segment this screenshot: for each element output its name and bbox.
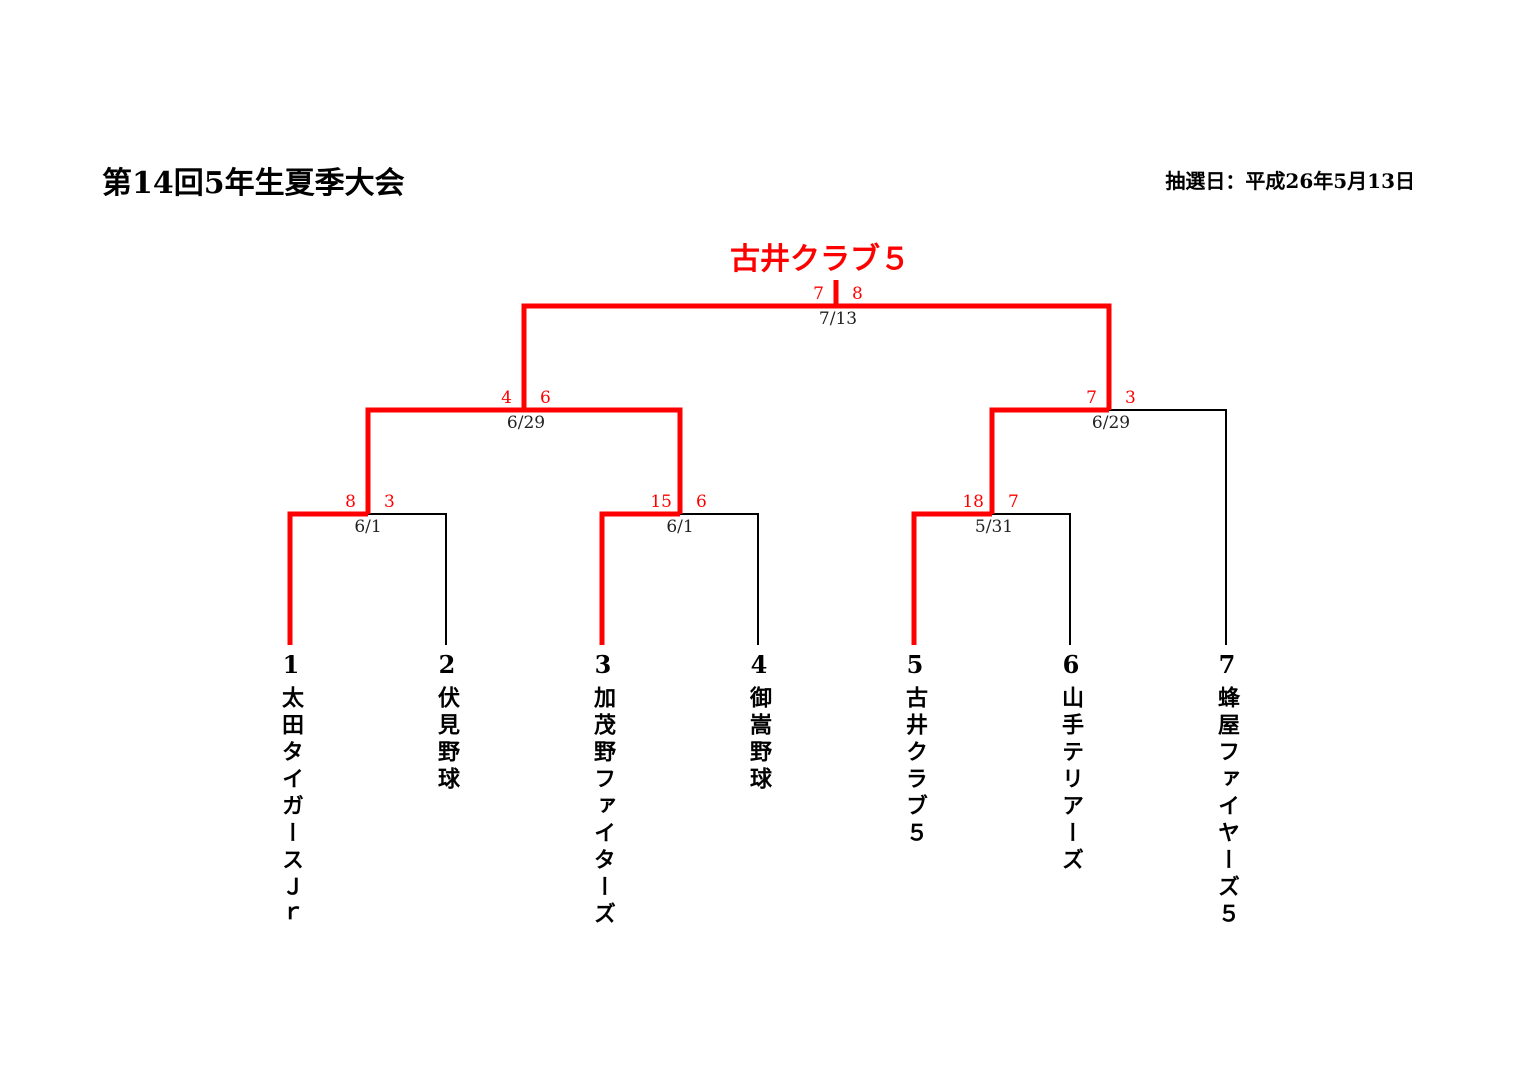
winner-path [833,280,1112,410]
score-right: 3 [384,492,395,512]
score-right: 7 [1008,492,1019,512]
score-right: 8 [852,284,863,304]
team-name: 蜂屋ファイヤーズ５ [1214,686,1240,929]
winner-path [599,511,680,645]
winner-path [911,511,992,645]
team-seed: 7 [1218,650,1236,679]
bracket-line [523,305,1110,410]
winner-path [287,511,368,645]
team-seed: 4 [750,650,768,679]
team-seed: 5 [906,650,924,679]
score-left: 18 [962,492,984,512]
score-right: 6 [696,492,707,512]
page-title: 第14回5年生夏季大会 [102,166,405,201]
winner-path [521,303,836,410]
team-name: 古井クラブ５ [902,686,928,848]
winner-path [989,407,1109,514]
team-seed: 2 [438,650,456,679]
team-seed: 3 [594,650,612,679]
score-left: 7 [1086,388,1097,408]
team-name: 伏見野球 [434,686,460,794]
score-left: 4 [501,388,512,408]
winner-path [365,407,524,514]
bracket-line [991,409,1227,645]
score-left: 7 [813,284,824,304]
winner-path [524,407,683,514]
team-name: 加茂野ファイターズ [590,686,616,929]
team-seed: 6 [1062,650,1080,679]
match-date: 7/13 [818,309,858,329]
team-name: 山手テリアーズ [1058,686,1084,875]
match-date: 6/29 [506,413,546,433]
match-date: 6/29 [1091,413,1131,433]
score-right: 3 [1125,388,1136,408]
score-left: 8 [345,492,356,512]
match-date: 6/1 [666,517,694,537]
team-seed: 1 [282,650,300,679]
champion-label: 古井クラブ５ [730,242,910,277]
match-date: 6/1 [354,517,382,537]
score-right: 6 [540,388,551,408]
score-left: 15 [650,492,672,512]
team-name: 御嵩野球 [746,686,772,794]
match-date: 5/31 [974,517,1014,537]
team-name: 太田タイガースＪｒ [278,686,304,929]
draw-date: 抽選日：平成26年5月13日 [1165,169,1415,193]
